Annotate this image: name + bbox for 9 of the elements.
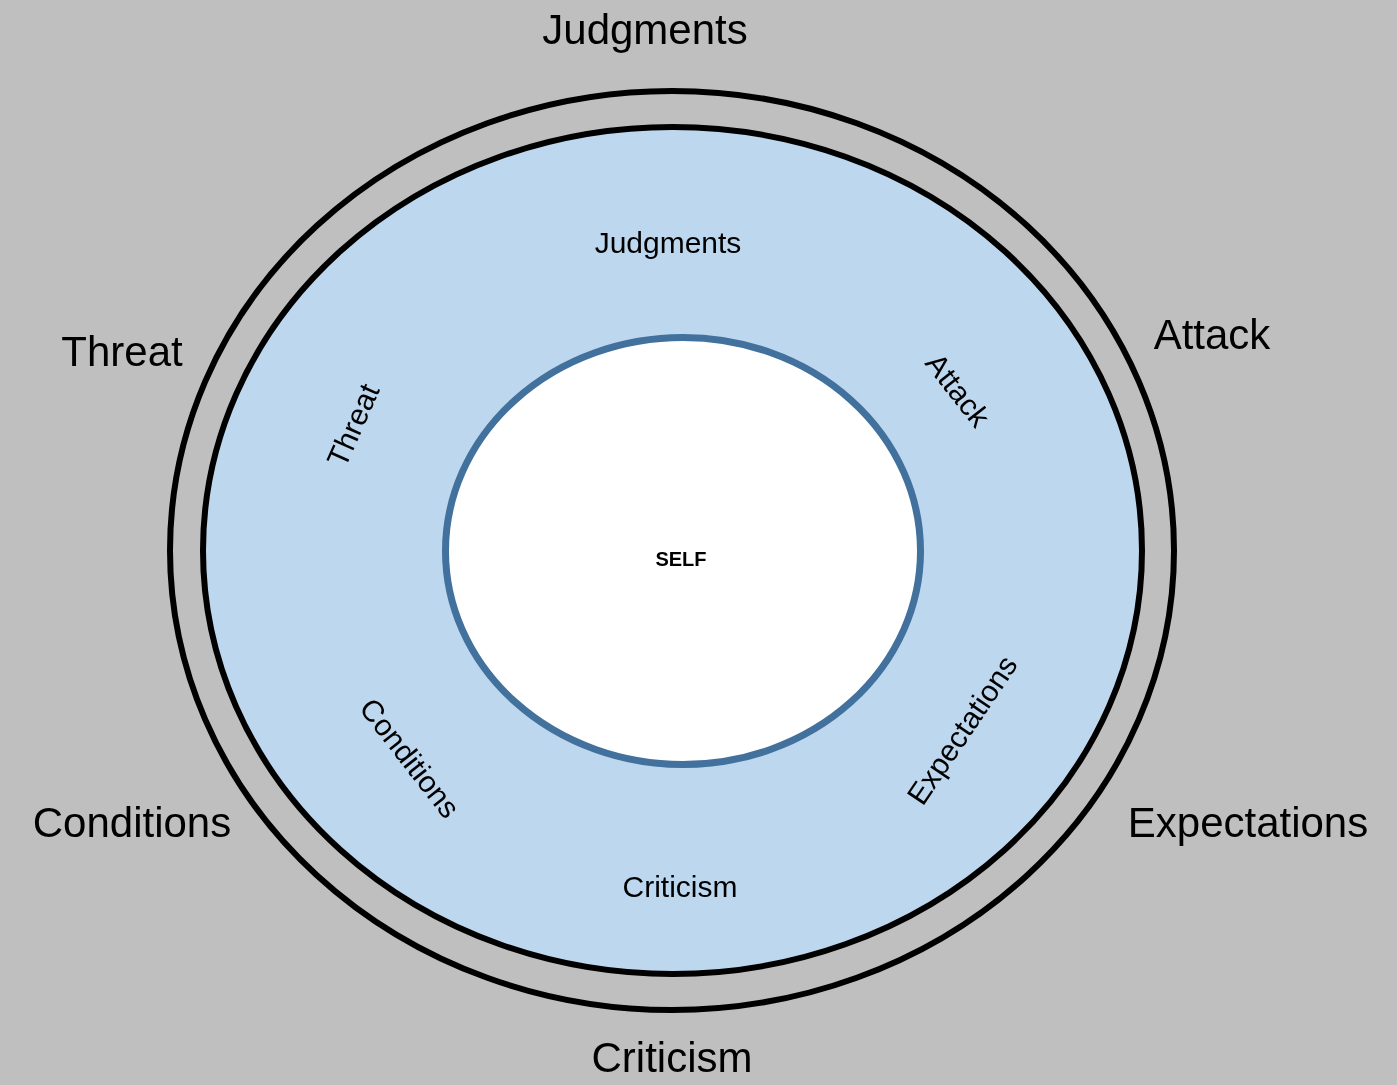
center-label: SELF [655,548,707,570]
ring-label: Judgments [594,225,742,259]
ring-label: Criticism [622,869,738,903]
outer-label: Threat [61,328,183,376]
outer-label: Conditions [32,799,232,847]
outer-label: Judgments [542,6,748,54]
outer-label: Criticism [591,1034,753,1082]
outer-label: Expectations [1127,799,1369,847]
outer-label: Attack [1153,311,1271,359]
